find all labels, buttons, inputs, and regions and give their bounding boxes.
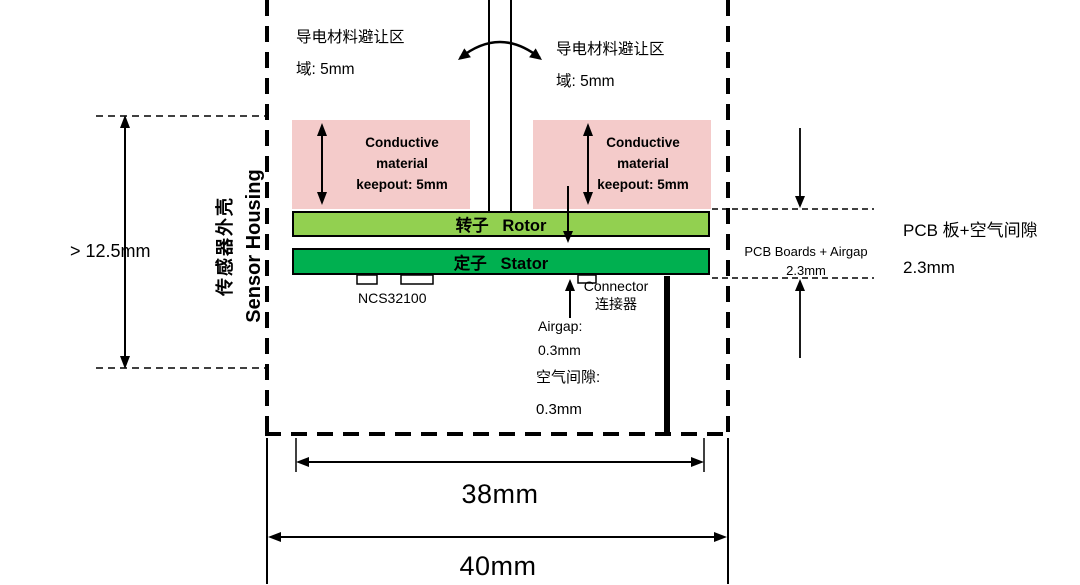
chip-label: NCS32100: [358, 290, 427, 306]
housing-height-dimension: [96, 115, 266, 369]
keepout-note-left-line1: 导电材料避让区: [296, 29, 405, 46]
shaft: [488, 0, 512, 212]
pcb-stack-label-en: PCB Boards + Airgap 2.3mm: [738, 243, 874, 281]
pcb-stack-zh-line1: PCB 板+空气间隙: [903, 221, 1038, 240]
keepout-zone-right-text: Conductive material keepout: 5mm: [597, 133, 689, 196]
keepout-left-line2: material: [376, 156, 428, 172]
keepout-right-line2: material: [617, 156, 669, 172]
rotor-label: 转子 Rotor: [455, 217, 547, 235]
inner-width-dimension: [295, 438, 705, 472]
connector-label: Connector 连接器: [576, 278, 656, 313]
keepout-height-arrow-right: [583, 123, 593, 205]
chip-outlines: [356, 274, 597, 285]
pcb-stack-zh-line2: 2.3mm: [903, 257, 955, 277]
airgap-label-zh: 空气间隙: 0.3mm: [536, 362, 600, 425]
housing-label-en: Sensor Housing: [243, 169, 265, 323]
pcb-stack-en-line2: 2.3mm: [786, 262, 826, 278]
keepout-zone-left-text: Conductive material keepout: 5mm: [356, 133, 448, 196]
airgap-en-line1: Airgap:: [538, 318, 583, 334]
housing-label-zh: 传感器外壳: [215, 196, 235, 296]
outer-width-value: 40mm: [459, 551, 537, 581]
keepout-note-right: 导电材料避让区 域: 5mm: [556, 34, 665, 98]
keepout-right-line3: keepout: 5mm: [597, 176, 689, 192]
keepout-note-right-line2: 域: 5mm: [556, 72, 615, 90]
rotation-arrow: [458, 40, 542, 60]
rotor-bar: 转子 Rotor: [292, 211, 710, 237]
inner-width-value: 38mm: [461, 479, 539, 509]
airgap-zh-line2: 0.3mm: [536, 400, 582, 418]
connector-label-en: Connector: [583, 278, 649, 294]
keepout-height-arrow-left: [317, 123, 327, 205]
housing-height-value: > 12.5mm: [70, 241, 151, 261]
keepout-left-line1: Conductive: [365, 135, 439, 151]
outer-width-dimension: [266, 438, 729, 584]
keepout-note-right-line1: 导电材料避让区: [556, 41, 665, 58]
housing-label: 传感器外壳 Sensor Housing: [212, 96, 274, 396]
pcb-stack-en-line1: PCB Boards + Airgap: [744, 244, 868, 259]
keepout-note-left: 导电材料避让区 域: 5mm: [296, 22, 405, 86]
airgap-en-line2: 0.3mm: [538, 341, 581, 358]
keepout-right-line1: Conductive: [606, 135, 680, 151]
keepout-left-line3: keepout: 5mm: [356, 176, 448, 192]
connector-label-zh: 连接器: [595, 295, 637, 312]
housing-dashed-outline: [265, 0, 730, 436]
stator-label: 定子 Stator: [453, 254, 549, 273]
pcb-stack-label-zh: PCB 板+空气间隙 2.3mm: [903, 213, 1038, 286]
keepout-zone-right: Conductive material keepout: 5mm: [533, 120, 711, 209]
stator-bar: 定子 Stator: [292, 248, 710, 275]
airgap-label-en: Airgap: 0.3mm: [538, 315, 582, 363]
airgap-arrows: [563, 186, 575, 318]
keepout-note-left-line2: 域: 5mm: [296, 60, 355, 78]
airgap-zh-line1: 空气间隙:: [536, 369, 601, 386]
pcb-stack-dimension: [712, 128, 874, 358]
